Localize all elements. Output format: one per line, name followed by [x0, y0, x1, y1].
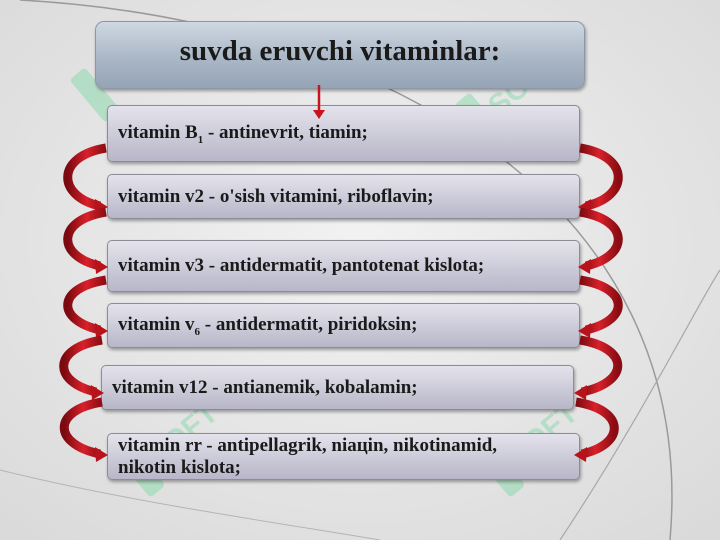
list-item-text: vitamin v12 - antianemik, kobalamin;: [112, 376, 418, 398]
list-item-text: vitamin v6 - antidermatit, piridoksin;: [118, 313, 418, 338]
list-item: vitamin v2 - o'sish vitamini, riboflavin…: [107, 174, 580, 219]
list-item: vitamin B1 - antinevrit, tiamin;: [107, 105, 580, 162]
list-item-text: vitamin v3 - antidermatit, pantotenat ki…: [118, 255, 485, 276]
slide-title: suvda eruvchi vitaminlar:: [179, 34, 501, 67]
list-item: vitamin v12 - antianemik, kobalamin;: [101, 365, 574, 410]
title-box: suvda eruvchi vitaminlar:: [95, 21, 585, 89]
list-item-text: vitamin B1 - antinevrit, tiamin;: [118, 121, 368, 146]
list-item: vitamin rr - antipellagrik, niaцin, niko…: [107, 433, 580, 480]
list-item-text: vitamin rr - antipellagrik, niaцin, niko…: [118, 434, 498, 478]
list-item-text: vitamin v2 - o'sish vitamini, riboflavin…: [118, 185, 434, 207]
list-item: vitamin v6 - antidermatit, piridoksin;: [107, 303, 580, 348]
list-item: vitamin v3 - antidermatit, pantotenat ki…: [107, 240, 580, 292]
